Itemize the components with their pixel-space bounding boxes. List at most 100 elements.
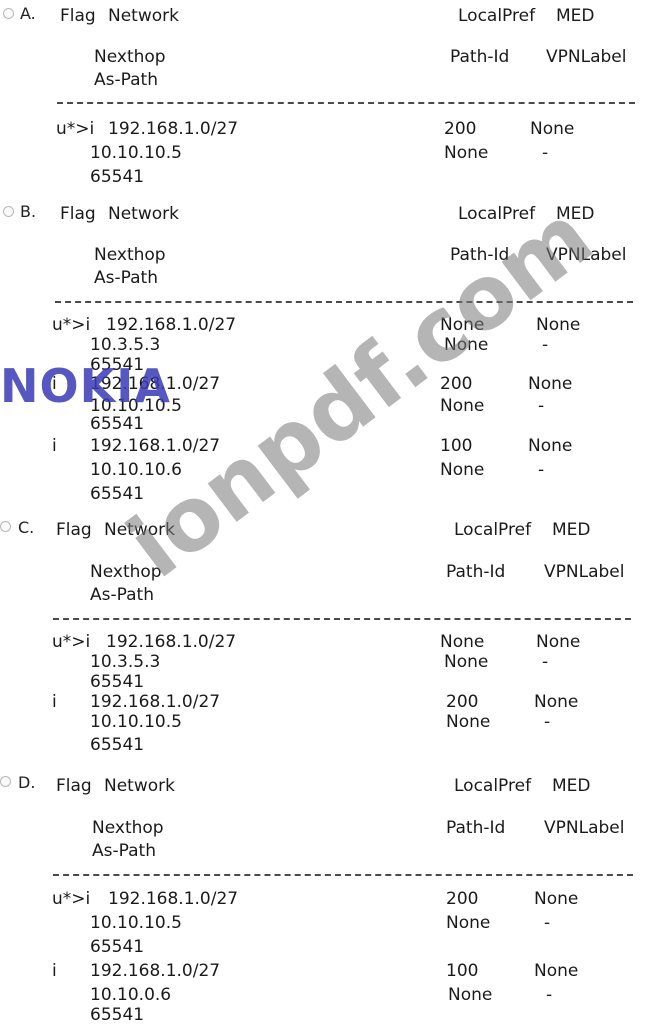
row-localpref: 200 [444, 119, 477, 139]
row-network: 192.168.1.0/27 [106, 315, 237, 335]
row-nexthop: 10.3.5.3 [90, 652, 161, 672]
row-pathid: None [444, 335, 489, 355]
row-flag: u*>i [52, 315, 91, 335]
row-vpnlabel: - [542, 335, 549, 355]
row-pathid: None [446, 913, 491, 933]
row-flag: u*>i [52, 632, 91, 652]
row-localpref: None [440, 632, 485, 652]
header-med: MED [552, 776, 591, 796]
header-aspath: As-Path [94, 268, 158, 288]
header-nexthop: Nexthop [94, 245, 166, 265]
row-vpnlabel: - [542, 652, 549, 672]
row-pathid: None [448, 985, 493, 1005]
header-pathid: Path-Id [446, 562, 506, 582]
row-localpref: 100 [440, 436, 473, 456]
header-network: Network [104, 520, 175, 540]
header-nexthop: Nexthop [90, 562, 162, 582]
header-flag: Flag [60, 204, 96, 224]
row-med: None [536, 315, 581, 335]
row-flag: u*>i [52, 889, 91, 909]
row-aspath: 65541 [90, 484, 145, 504]
row-med: None [534, 692, 579, 712]
header-network: Network [108, 204, 179, 224]
row-vpnlabel: - [544, 913, 551, 933]
header-aspath: As-Path [90, 585, 154, 605]
header-flag: Flag [60, 6, 96, 26]
header-med: MED [556, 204, 595, 224]
row-localpref: 200 [440, 374, 473, 394]
header-pathid: Path-Id [450, 245, 510, 265]
option-letter: C. [18, 518, 35, 537]
row-network: 192.168.1.0/27 [108, 119, 239, 139]
row-nexthop: 10.10.10.6 [90, 460, 182, 480]
row-network: 192.168.1.0/27 [106, 632, 237, 652]
header-network: Network [108, 6, 179, 26]
header-vpnlabel: VPNLabel [544, 818, 625, 838]
row-pathid: None [440, 460, 485, 480]
header-pathid: Path-Id [446, 818, 506, 838]
row-localpref: 200 [446, 889, 479, 909]
row-vpnlabel: - [546, 985, 553, 1005]
row-med: None [530, 119, 575, 139]
row-med: None [534, 961, 579, 981]
row-network: 192.168.1.0/27 [90, 436, 221, 456]
header-vpnlabel: VPNLabel [546, 47, 627, 67]
radio-button-a[interactable] [3, 8, 14, 19]
header-aspath: As-Path [94, 70, 158, 90]
header-localpref: LocalPref [454, 776, 532, 796]
row-network: 192.168.1.0/27 [90, 692, 221, 712]
separator [53, 874, 633, 876]
row-flag: i [52, 436, 57, 456]
row-localpref: 200 [446, 692, 479, 712]
row-nexthop: 10.10.10.5 [90, 913, 182, 933]
header-pathid: Path-Id [450, 47, 510, 67]
row-flag: i [52, 374, 57, 394]
row-nexthop: 10.10.10.5 [90, 143, 182, 163]
row-pathid: None [446, 712, 491, 732]
separator [55, 301, 633, 303]
row-aspath: 65541 [90, 1005, 145, 1025]
separator [53, 618, 631, 620]
header-med: MED [552, 520, 591, 540]
row-vpnlabel: - [544, 712, 551, 732]
header-localpref: LocalPref [454, 520, 532, 540]
radio-button-c[interactable] [0, 521, 11, 532]
row-flag: u*>i [56, 119, 95, 139]
row-aspath: 65541 [90, 414, 145, 434]
header-localpref: LocalPref [458, 204, 536, 224]
header-network: Network [104, 776, 175, 796]
row-aspath: 65541 [90, 672, 145, 692]
separator [57, 102, 635, 104]
row-nexthop: 10.10.10.5 [90, 396, 182, 416]
radio-button-b[interactable] [3, 206, 14, 217]
row-vpnlabel: - [538, 460, 545, 480]
option-letter: D. [18, 773, 36, 792]
row-aspath: 65541 [90, 355, 145, 375]
header-vpnlabel: VPNLabel [544, 562, 625, 582]
row-aspath: 65541 [90, 937, 145, 957]
row-nexthop: 10.10.10.5 [90, 712, 182, 732]
radio-button-d[interactable] [0, 776, 11, 787]
option-letter: B. [20, 202, 37, 221]
row-aspath: 65541 [90, 735, 145, 755]
row-vpnlabel: - [538, 396, 545, 416]
row-med: None [536, 632, 581, 652]
header-nexthop: Nexthop [92, 818, 164, 838]
row-network: 192.168.1.0/27 [90, 374, 221, 394]
header-flag: Flag [56, 520, 92, 540]
row-nexthop: 10.10.0.6 [90, 985, 172, 1005]
row-flag: i [52, 692, 57, 712]
row-med: None [528, 374, 573, 394]
header-localpref: LocalPref [458, 6, 536, 26]
nokia-logo-watermark: NOKIA [0, 359, 171, 413]
row-network: 192.168.1.0/27 [108, 889, 239, 909]
row-pathid: None [444, 143, 489, 163]
row-network: 192.168.1.0/27 [90, 961, 221, 981]
header-aspath: As-Path [92, 841, 156, 861]
row-vpnlabel: - [542, 143, 549, 163]
row-med: None [534, 889, 579, 909]
row-aspath: 65541 [90, 167, 145, 187]
row-flag: i [52, 961, 57, 981]
row-nexthop: 10.3.5.3 [90, 335, 161, 355]
header-nexthop: Nexthop [94, 47, 166, 67]
